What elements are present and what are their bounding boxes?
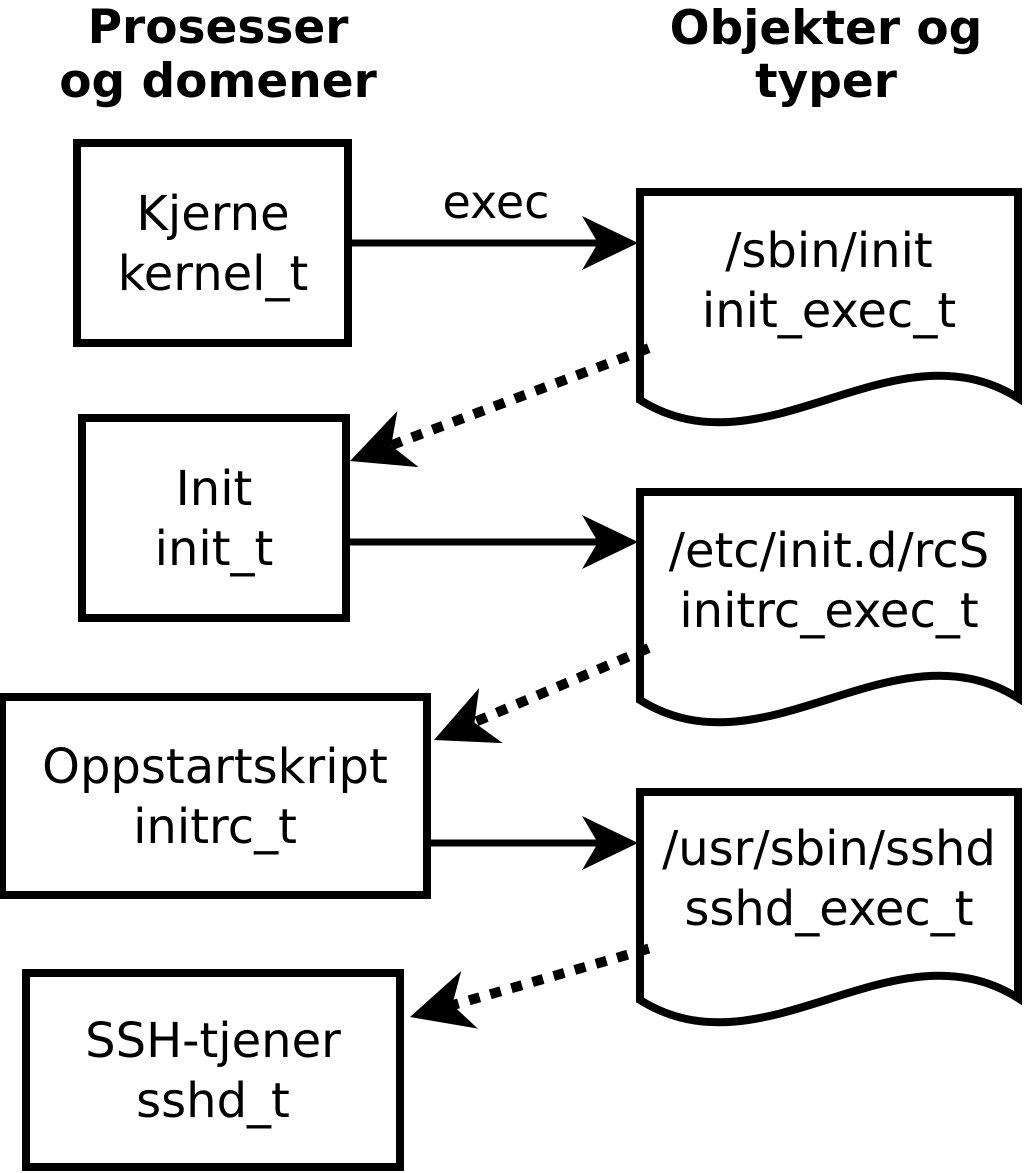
exec-arrow-1-head [582,216,638,270]
process-box-init-label: Init [176,461,253,517]
document-sbin-init-shape [636,188,1022,427]
process-box-sshd: SSH-tjener sshd_t [22,969,404,1171]
process-box-initrc-rect [0,693,431,899]
process-box-kernel-label: Kjerne [136,186,289,242]
process-box-initrc: Oppstartskript initrc_t [0,693,431,899]
document-etc-initd-rcs: /etc/init.d/rcS initrc_exec_t [636,488,1022,727]
process-box-kernel-rect [73,139,352,347]
process-box-init-type: init_t [155,521,274,577]
process-box-sshd-type: sshd_t [136,1073,290,1129]
document-etc-initd-rcs-shape [636,488,1022,727]
dotted-transition-arrows [350,343,651,1029]
process-nodes: Kjerne kernel_t Init init_t Oppstartskri… [0,139,431,1171]
left-column-header-line1: Prosesser [88,0,350,55]
transition-arrow-sshdexec-to-sshd [410,943,651,1029]
object-nodes: /sbin/init init_exec_t /etc/init.d/rcS i… [636,188,1022,1027]
exec-arrow-3-head [582,816,638,870]
exec-arrow-label: exec [443,175,550,229]
document-sbin-init-type: init_exec_t [702,283,956,339]
document-sbin-init: /sbin/init init_exec_t [636,188,1022,427]
exec-arrow-kernel-to-sbininit [348,216,638,270]
process-box-kernel-type: kernel_t [118,246,309,302]
transition-arrow-rcs-to-initrc [434,643,651,744]
process-box-sshd-label: SSH-tjener [85,1013,341,1069]
solid-exec-arrows: exec [346,175,638,870]
process-box-initrc-label: Oppstartskript [42,739,388,795]
process-box-initrc-type: initrc_t [133,799,297,855]
document-etc-initd-rcs-type: initrc_exec_t [679,583,978,639]
process-box-init: Init init_t [78,414,350,622]
process-box-init-rect [78,414,350,622]
exec-arrow-initrc-to-sshd [427,816,638,870]
document-usr-sbin-sshd: /usr/sbin/sshd sshd_exec_t [636,788,1022,1027]
exec-arrow-2-head [582,515,638,569]
column-headers: Prosesser og domener Objekter og typer [59,0,982,109]
process-box-kernel: Kjerne kernel_t [73,139,352,347]
document-etc-initd-rcs-label: /etc/init.d/rcS [669,523,989,579]
transition-arrow-1-line [385,343,651,452]
process-box-sshd-rect [22,969,404,1171]
transition-arrow-3-line [446,943,651,1012]
document-sbin-init-label: /sbin/init [725,223,933,279]
transition-arrow-2-line [468,643,651,729]
document-usr-sbin-sshd-label: /usr/sbin/sshd [662,821,996,877]
transition-arrow-3-head [410,970,478,1029]
exec-arrow-init-to-rcs [346,515,638,569]
transition-arrow-1-head [350,411,419,468]
right-column-header-line2: typer [755,54,898,109]
transition-arrow-2-head [434,688,503,744]
right-column-header-line1: Objekter og [670,1,983,56]
document-usr-sbin-sshd-type: sshd_exec_t [684,881,973,937]
document-usr-sbin-sshd-shape [636,788,1022,1027]
transition-arrow-sbininit-to-init [350,343,651,468]
left-column-header-line2: og domener [59,54,377,109]
